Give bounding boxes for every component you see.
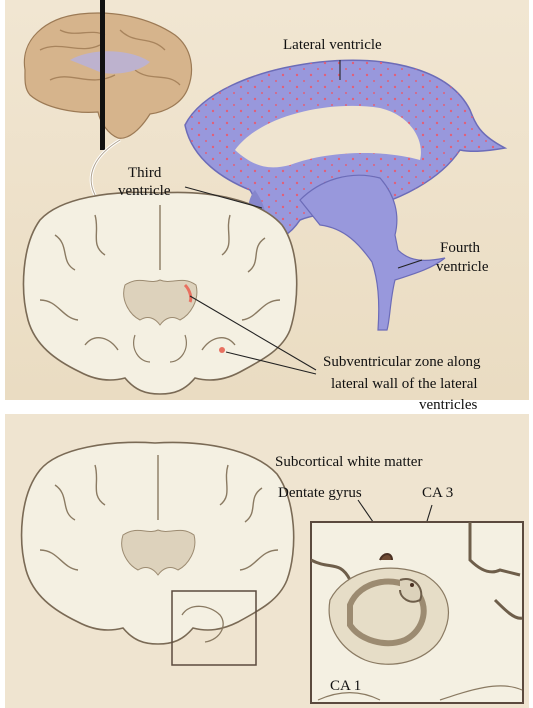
label-ca3: CA 3 — [422, 485, 453, 501]
label-svz-line3: ventricles — [419, 397, 477, 413]
label-dentate-gyrus: Dentate gyrus — [278, 485, 362, 501]
label-ca1: CA 1 — [330, 678, 361, 694]
label-svz-line2: lateral wall of the lateral — [331, 376, 478, 392]
label-svz-line1: Subventricular zone along — [323, 354, 481, 370]
hippocampus-inset — [311, 522, 523, 703]
coronal-section-top — [24, 192, 297, 394]
label-third-ventricle-line2: ventricle — [118, 183, 171, 199]
section-line — [100, 0, 105, 150]
label-fourth-ventricle-line2: ventricle — [436, 259, 489, 275]
label-fourth-ventricle-line1: Fourth — [440, 240, 481, 256]
label-third-ventricle-line1: Third — [128, 165, 162, 181]
label-subcortical-white-matter: Subcortical white matter — [275, 454, 422, 470]
label-lateral-ventricle: Lateral ventricle — [283, 37, 382, 53]
